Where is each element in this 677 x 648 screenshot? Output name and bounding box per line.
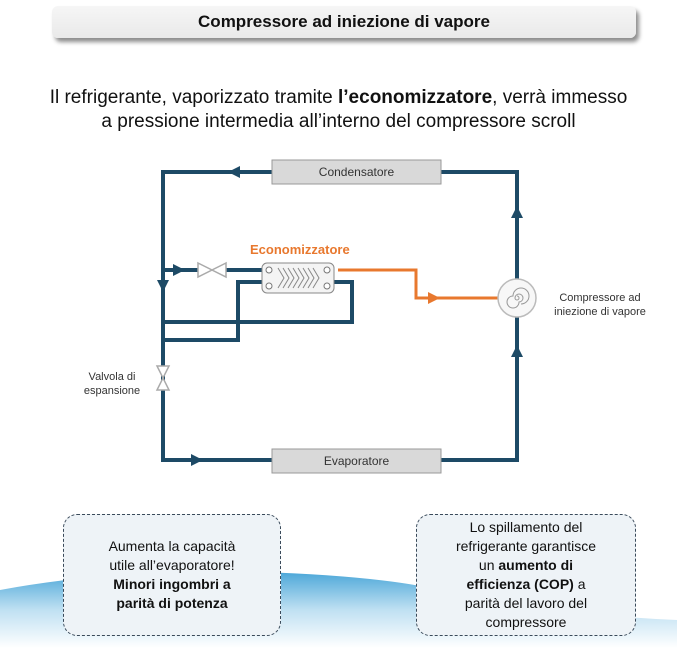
compressor-label: Compressore ad iniezione di vapore [540,291,660,319]
note-left-line: utile all’evaporatore! [109,557,235,573]
economizer-label: Economizzatore [250,242,350,257]
injection-arrow [428,292,440,304]
page-title: Compressore ad iniezione di vapore [198,12,490,31]
subtitle-bold: l’economizzatore [338,87,493,108]
compressor-label-1: Compressore ad [559,292,641,304]
economizer-icon [261,262,335,294]
valve-label-1: Valvola di [88,371,136,383]
note-right-line: a [573,576,586,592]
flow-arrow [191,454,203,466]
note-right-line: un [478,557,499,573]
note-right-line: parità del lavoro del [464,595,588,611]
expansion-valve-icon [155,365,171,391]
note-left: Aumenta la capacità utile all’evaporator… [63,514,281,636]
note-right-bold: efficienza (COP) [466,576,574,592]
note-right-line: refrigerante garantisce [455,538,597,554]
pipe-top [161,170,354,324]
flow-arrow [173,264,185,276]
flow-arrow [157,280,169,292]
subtitle-text-2: , verrà immesso [492,87,628,108]
evaporator-label: Evaporatore [323,454,390,468]
condenser-label: Condensatore [318,165,395,179]
subtitle-text: Il refrigerante, vaporizzato tramite [49,87,338,108]
economizer-valve-icon [197,261,227,279]
subtitle: Il refrigerante, vaporizzato tramite l’e… [0,86,677,134]
note-left-bold: Minori ingombri a [113,576,231,592]
pipe-left-lower [161,322,272,462]
note-right: Lo spillamento del refrigerante garantis… [416,514,636,636]
note-right-line: compressore [485,614,567,630]
compressor-label-2: iniezione di vapore [554,306,646,318]
pipe-right [441,170,519,462]
note-right-line: Lo spillamento del [469,519,583,535]
flow-arrow [228,166,240,178]
injection-pipe [338,268,498,300]
note-left-line: Aumenta la capacità [108,538,236,554]
evaporator-box [271,448,442,474]
valve-label: Valvola di espansione [72,370,152,398]
flow-arrow [511,206,523,218]
note-left-bold: parità di potenza [116,595,228,611]
subtitle-line-2: a pressione intermedia all’interno del c… [101,111,576,132]
scroll-compressor-icon [497,278,537,318]
flow-arrow [511,345,523,357]
title-bar: Compressore ad iniezione di vapore [52,6,636,38]
note-right-bold: aumento di [498,557,574,573]
pipe-eco-out [161,280,262,360]
valve-label-2: espansione [83,385,141,397]
condenser-box [271,159,442,185]
